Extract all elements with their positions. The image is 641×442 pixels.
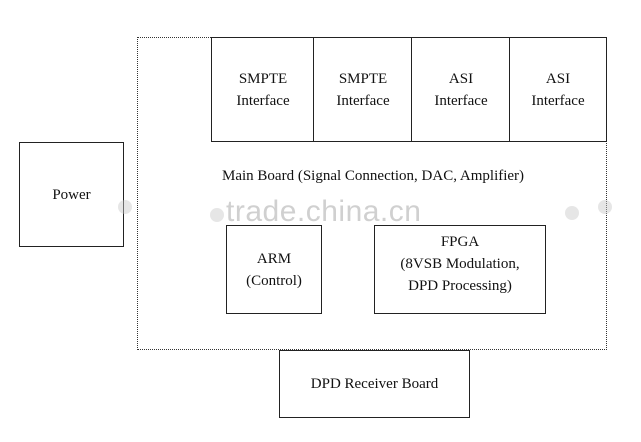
power-box: Power — [19, 142, 124, 247]
interface-box-4: ASI Interface — [509, 37, 607, 142]
interface-3-line2: Interface — [434, 92, 488, 109]
interface-3-line1: ASI — [448, 70, 474, 87]
watermark-dot-left — [118, 200, 132, 214]
arm-line2: (Control) — [246, 272, 302, 289]
arm-box: ARM (Control) — [226, 225, 322, 314]
interface-4-line2: Interface — [531, 92, 585, 109]
interface-2-line1: SMPTE — [338, 70, 388, 87]
interface-1-line2: Interface — [236, 92, 290, 109]
interface-box-3: ASI Interface — [411, 37, 511, 142]
watermark-dot-far-right — [598, 200, 612, 214]
arm-line1: ARM — [256, 250, 292, 267]
interface-1-line1: SMPTE — [238, 70, 288, 87]
fpga-line3: DPD Processing) — [408, 278, 512, 294]
dpd-receiver-label: DPD Receiver Board — [310, 376, 439, 392]
fpga-line2: (8VSB Modulation, — [400, 256, 520, 272]
interface-box-1: SMPTE Interface — [211, 37, 315, 142]
watermark-text: trade.china.cn — [226, 195, 422, 228]
interface-2-line2: Interface — [336, 92, 390, 109]
interface-box-2: SMPTE Interface — [313, 37, 413, 142]
fpga-box: FPGA (8VSB Modulation, DPD Processing) — [374, 225, 546, 314]
fpga-line1: FPGA — [440, 234, 480, 250]
power-label: Power — [52, 186, 91, 203]
main-board-label: Main Board (Signal Connection, DAC, Ampl… — [222, 168, 525, 184]
watermark-dot-mid — [210, 208, 224, 222]
interface-4-line1: ASI — [545, 70, 571, 87]
dpd-receiver-box: DPD Receiver Board — [279, 350, 470, 418]
watermark-dot-right — [565, 206, 579, 220]
